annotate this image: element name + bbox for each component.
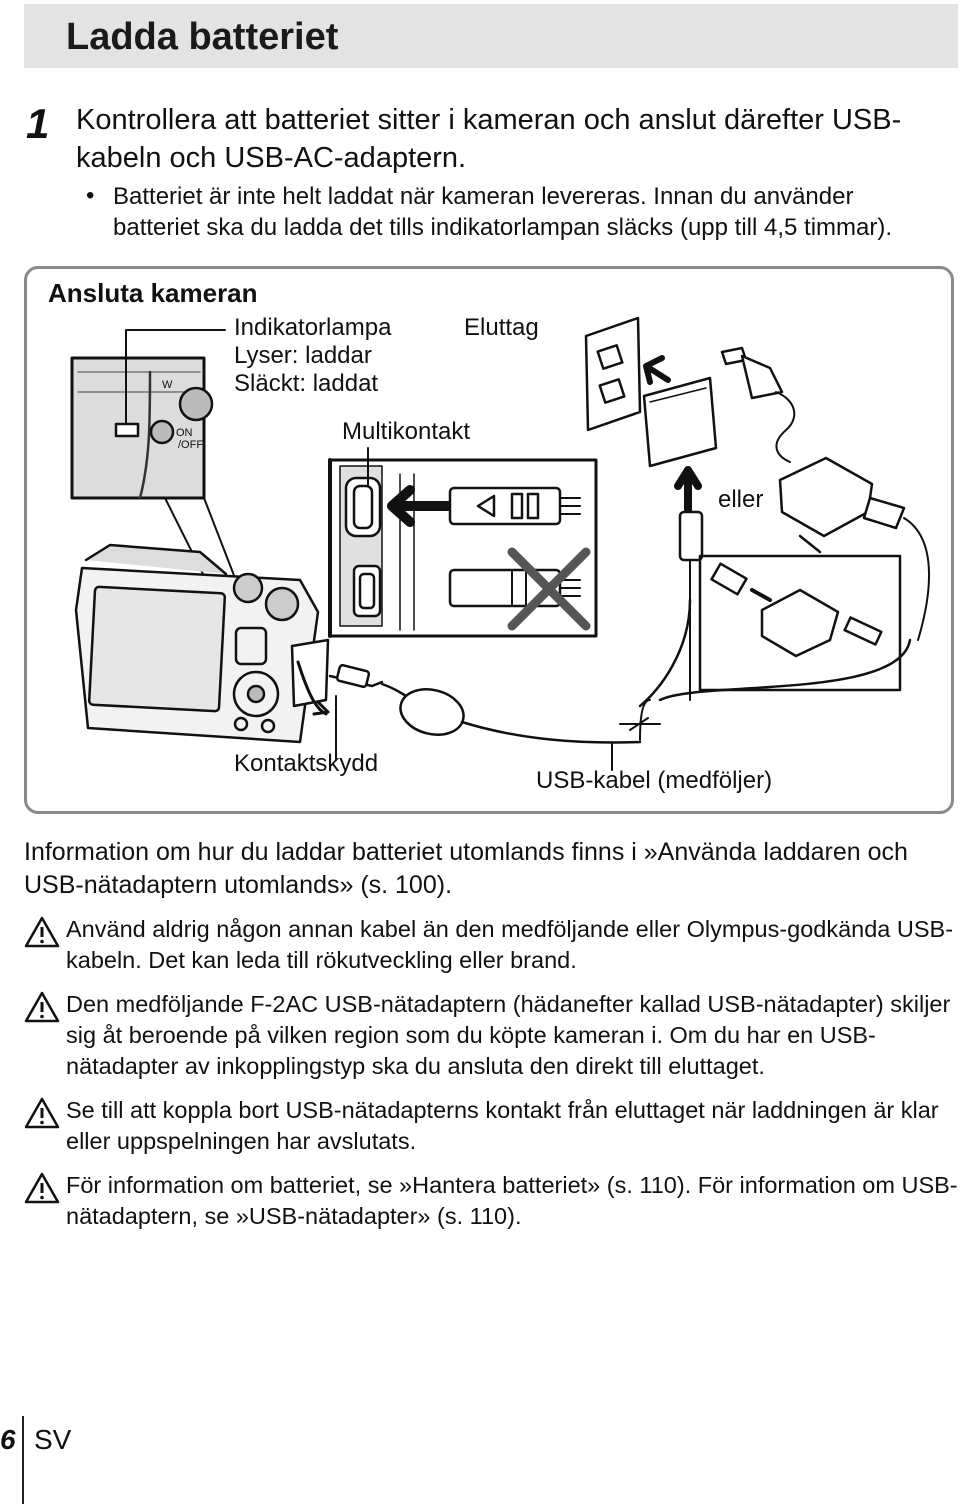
bullet-dot: • [86,182,95,209]
label-connector-cover: Kontaktskydd [234,750,379,777]
label-or: eller [718,486,764,513]
label-usb-cable: USB-kabel (medföljer) [536,767,773,794]
step-number: 1 [26,100,50,147]
label-outlet: Eluttag [464,314,539,341]
warning-text: Se till att koppla bort USB-nätadapterns… [66,1097,939,1154]
page-number: 6 [0,1424,16,1455]
title-bar: Ladda batteriet [24,4,958,68]
warning-icon [24,1097,60,1129]
figure-heading: Ansluta kameran [48,278,258,308]
label-lamp-off: Släckt: laddat [234,370,379,397]
warning-icon [24,916,60,948]
warning-text: Använd aldrig någon annan kabel än den m… [66,916,954,973]
language-code: SV [34,1424,72,1455]
page-title: Ladda batteriet [66,16,339,58]
warning-text: Den medföljande F-2AC USB-nätadaptern (h… [66,991,951,1079]
footer-divider [22,1416,24,1504]
bullet-text: Batteriet är inte helt laddat när kamera… [113,183,893,241]
info-note: Information om hur du laddar batteriet u… [24,838,908,899]
label-multiconnector: Multikontakt [342,418,471,445]
label-lamp-on: Lyser: laddar [234,342,372,369]
warning-text: För information om batteriet, se »Hanter… [66,1172,958,1229]
label-indicator-lamp: Indikatorlampa [234,314,392,341]
warning-icon [24,1172,60,1204]
step-text: Kontrollera att batteriet sitter i kamer… [76,104,902,174]
figure-frame [24,266,954,814]
warning-icon [24,991,60,1023]
